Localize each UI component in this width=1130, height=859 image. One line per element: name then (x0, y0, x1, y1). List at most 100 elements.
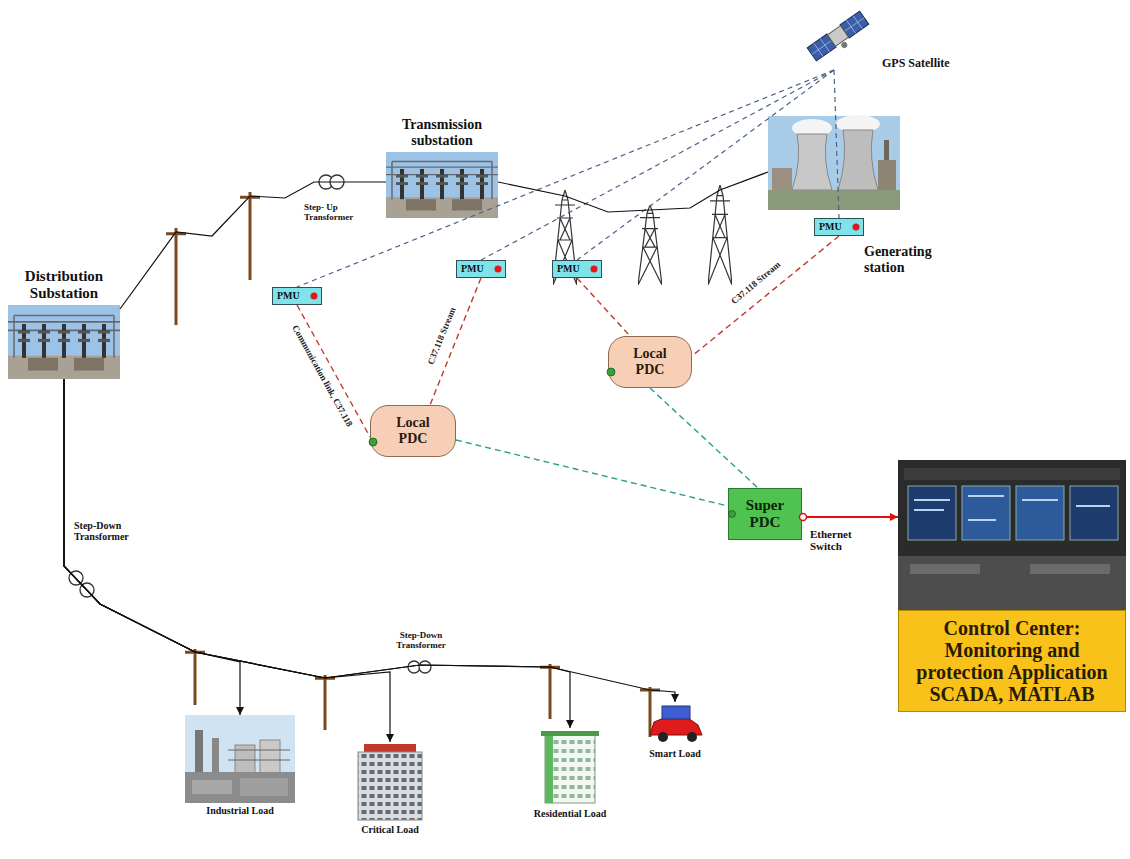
node-label: Residential Load (520, 808, 620, 820)
control-room-picture (908, 486, 956, 540)
control-room-picture (1016, 486, 1064, 540)
transmission-tower (638, 205, 662, 285)
connector-line (297, 305, 370, 437)
picture-space (180, 715, 300, 805)
connector-line (64, 379, 570, 728)
connector-line (577, 278, 630, 336)
critical-load-picture (358, 744, 422, 820)
connector-line (64, 379, 675, 702)
generating-station-picture (768, 116, 900, 210)
utility-pole (315, 675, 335, 730)
component-label: Step- Up Transformer (304, 202, 364, 222)
node-label: Super PDC (729, 489, 801, 539)
connector (64, 379, 679, 702)
connector (120, 182, 386, 309)
industrial-load-picture (212, 738, 219, 775)
satellite-node: GPS Satellite (800, 8, 976, 70)
pdc-marker (369, 368, 736, 518)
generating-station-picture (838, 130, 878, 190)
control-room-picture (914, 496, 1110, 520)
picture-space (335, 742, 445, 824)
connector-line (577, 70, 834, 260)
generating-station-picture (768, 190, 900, 210)
connector (650, 388, 758, 488)
control-room-picture (898, 460, 1126, 610)
transmission-tower (708, 185, 732, 285)
picture-space (8, 305, 120, 379)
smart-load-car (650, 718, 702, 735)
connector-line (297, 70, 834, 287)
node-label: Critical Load (335, 824, 445, 836)
load-node: Industrial Load (180, 715, 300, 817)
edge-label: Communication link, C37.118 (288, 321, 355, 430)
node-label: PMU (273, 288, 321, 304)
picture-space (386, 152, 498, 218)
connector (297, 70, 834, 287)
node-label: GPS Satellite (800, 8, 976, 70)
substation-node: Transmission substation (386, 117, 498, 218)
arrow-head (566, 720, 574, 728)
pmu-box: PMU (552, 260, 602, 278)
connector (481, 70, 834, 260)
edge-label: C37.118 Stream (728, 258, 785, 308)
connector-line (834, 70, 839, 218)
connector (297, 305, 370, 437)
connector (577, 278, 630, 336)
substation-node: Distribution Substation (8, 268, 120, 379)
node-label: Local PDC (371, 406, 455, 456)
picture-space (898, 460, 1126, 610)
connector (64, 379, 574, 728)
arrow-head (386, 734, 394, 742)
industrial-load-picture (185, 715, 295, 803)
picture-space (768, 116, 960, 244)
node-label: Smart Load (630, 748, 720, 760)
connector (834, 70, 839, 218)
generating-station-node: Generating station (768, 116, 960, 276)
connector-line (481, 70, 834, 260)
node-label: PMU (457, 261, 505, 277)
industrial-load-picture (195, 730, 203, 775)
control-room-picture (962, 486, 1010, 540)
connector (498, 172, 768, 212)
node-label: Distribution Substation (8, 268, 120, 305)
connector-line (692, 236, 839, 356)
pmu-box: PMU (456, 260, 506, 278)
industrial-load-picture (185, 715, 295, 803)
node-label: Transmission substation (386, 117, 498, 152)
generating-station-picture (792, 134, 832, 190)
local-pdc-box: Local PDC (608, 336, 692, 388)
load-node: Smart Load (630, 702, 720, 760)
node-label: Control Center: Monitoring and protectio… (898, 610, 1126, 712)
utility-pole (240, 192, 260, 280)
connector-line (64, 379, 390, 742)
arrow-head (671, 694, 679, 702)
smart-load-car (658, 732, 668, 742)
gps-satellite-icon (807, 11, 872, 66)
residential-load-picture (541, 731, 599, 803)
connector (456, 440, 728, 506)
connector-line (802, 516, 898, 518)
utility-pole (185, 649, 205, 705)
residential-load-picture (545, 735, 595, 803)
link-label: Ethernet Switch (810, 528, 866, 552)
control-room-picture (898, 460, 1126, 610)
connector (64, 379, 394, 742)
picture-space (520, 728, 620, 808)
arrow-head (890, 513, 898, 521)
industrial-load-picture (185, 772, 295, 803)
component-label: Step-Down Transformer (390, 630, 452, 650)
connector (64, 379, 244, 715)
control-room-picture (898, 556, 1126, 610)
node-label: PMU (815, 219, 863, 235)
industrial-load-picture (240, 778, 288, 796)
edge-label: C37.118 Stream (425, 304, 459, 368)
critical-load-picture (364, 744, 416, 752)
node-label: Local PDC (609, 337, 691, 387)
distribution-substation-picture (8, 305, 120, 379)
node-label: Generating station (768, 244, 960, 276)
connector-line (120, 182, 386, 309)
control-room-picture (1070, 486, 1118, 540)
control-room-picture (910, 564, 980, 574)
